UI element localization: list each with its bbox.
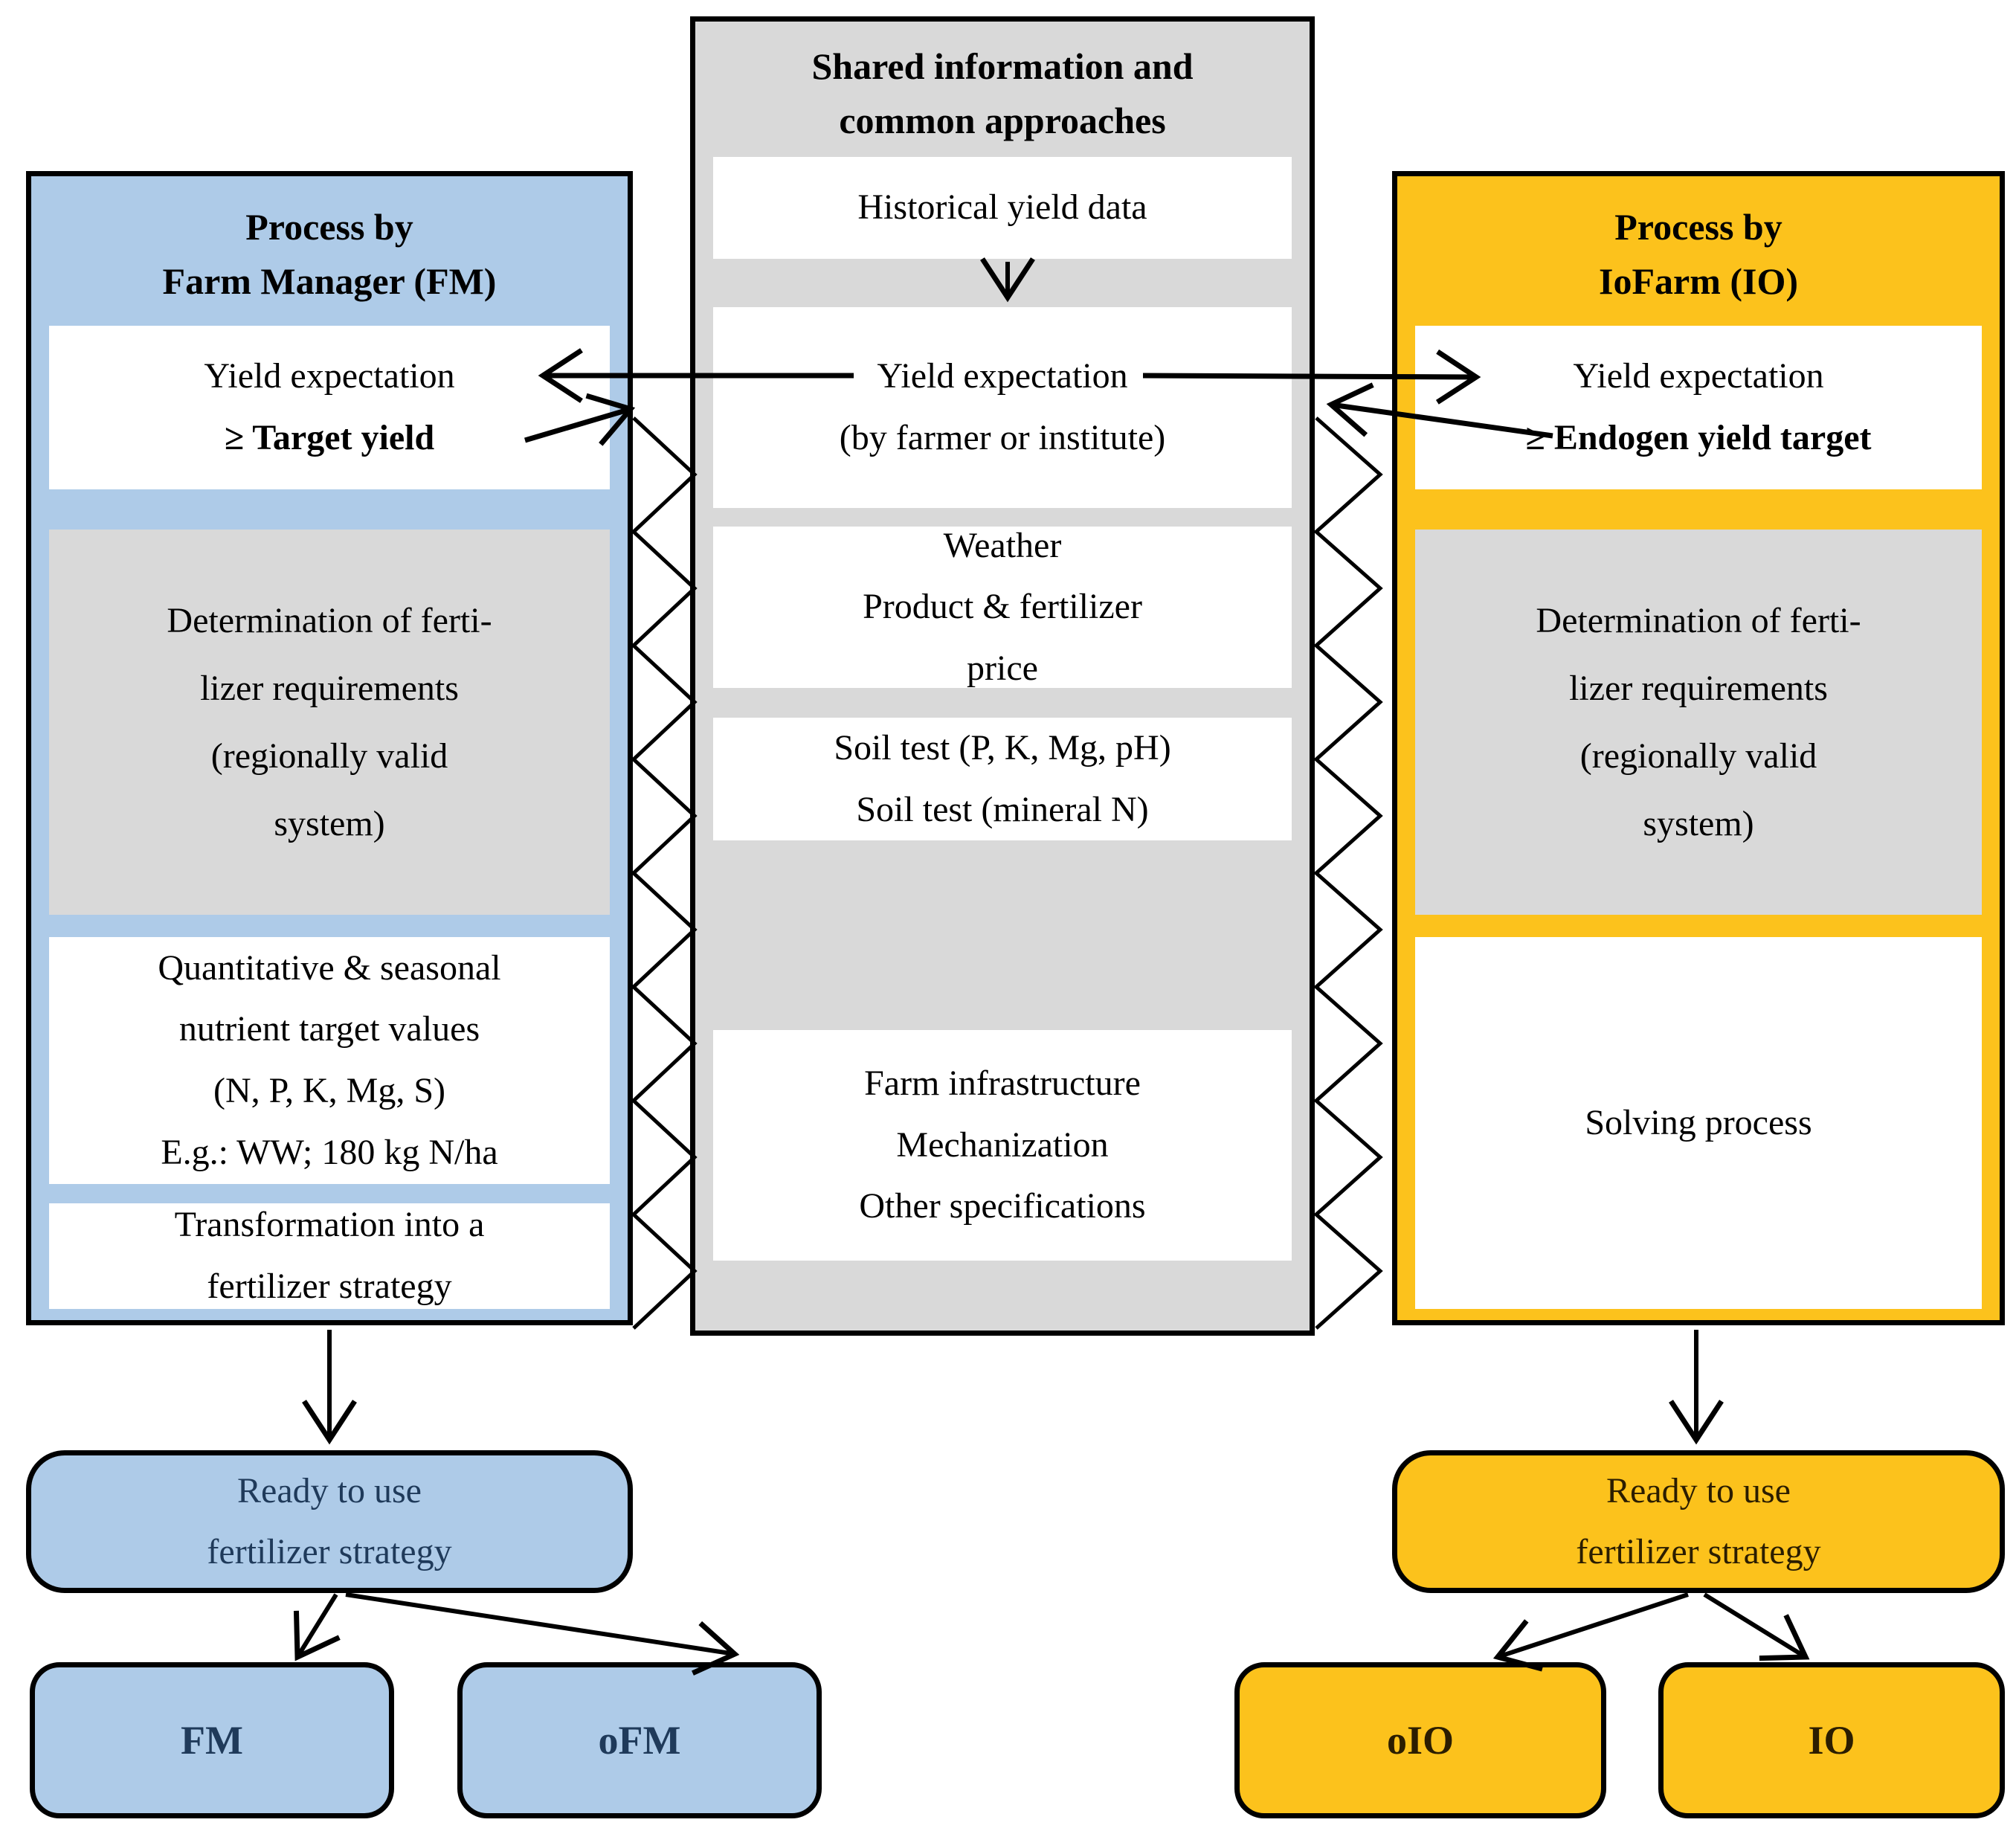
text-line: Other specifications — [859, 1186, 1146, 1226]
shared-information-column: Shared information and common approaches… — [690, 16, 1315, 1336]
text-line: Yield expectation — [204, 356, 455, 396]
text-line: Yield expectation — [877, 356, 1128, 396]
fm-nutrient-targets-box: Quantitative & seasonal nutrient target … — [49, 937, 610, 1184]
shared-title-line: common approaches — [839, 99, 1166, 141]
fm-title-line: Process by — [245, 206, 413, 248]
fm-transformation-box: Transformation into a fertilizer strateg… — [49, 1203, 610, 1309]
text-line: lizer requirements — [200, 668, 459, 708]
io-title-line: Process by — [1614, 206, 1782, 248]
shared-column-title: Shared information and common approaches — [695, 39, 1310, 147]
text-line: (by farmer or institute) — [839, 418, 1166, 457]
fm-title-line: Farm Manager (FM) — [162, 260, 497, 302]
io-ready-strategy-box: Ready to use fertilizer strategy — [1392, 1450, 2005, 1593]
output-label: oIO — [1386, 1718, 1455, 1763]
io-process-column: Process by IoFarm (IO) Yield expectation… — [1392, 171, 2005, 1325]
text-line: Historical yield data — [857, 187, 1147, 228]
text-line: (N, P, K, Mg, S) — [213, 1071, 446, 1110]
text-line: ≥ Endogen yield target — [1525, 418, 1872, 457]
fm-ready-strategy-box: Ready to use fertilizer strategy — [26, 1450, 633, 1593]
text-line: Ready to use — [237, 1471, 422, 1511]
text-line: Yield expectation — [1573, 356, 1824, 396]
arrow-ready-to-fm — [293, 1593, 341, 1661]
text-line: (regionally valid — [1579, 736, 1817, 776]
text-line: E.g.: WW; 180 kg N/ha — [161, 1132, 498, 1172]
text-line: Solving process — [1585, 1102, 1812, 1142]
io-solving-process-box: Solving process — [1415, 937, 1982, 1309]
soil-test-box: Soil test (P, K, Mg, pH) Soil test (mine… — [713, 718, 1292, 840]
fm-determination-box: Determination of ferti- lizer requiremen… — [49, 530, 610, 915]
fm-yield-expectation-box: Yield expectation ≥ Target yield — [49, 326, 610, 489]
historical-yield-data-box: Historical yield data — [713, 157, 1292, 259]
shared-title-line: Shared information and — [811, 45, 1194, 87]
fm-process-column: Process by Farm Manager (FM) Yield expec… — [26, 171, 633, 1325]
arrow-ready-to-oio — [1492, 1592, 1689, 1672]
text-line: price — [967, 648, 1038, 688]
output-label: oFM — [598, 1718, 681, 1763]
text-line: Ready to use — [1606, 1471, 1791, 1511]
farm-infrastructure-box: Farm infrastructure Mechanization Other … — [713, 1030, 1292, 1261]
text-line: ≥ Target yield — [224, 418, 435, 457]
text-line: Determination of ferti- — [1536, 600, 1861, 640]
text-line: lizer requirements — [1569, 668, 1828, 708]
text-line: nutrient target values — [178, 1009, 480, 1049]
output-box-io: IO — [1658, 1662, 2005, 1818]
text-line: (regionally valid — [210, 736, 448, 776]
text-line: Farm infrastructure — [864, 1064, 1141, 1104]
io-column-title: Process by IoFarm (IO) — [1397, 200, 2000, 308]
text-line: Mechanization — [896, 1124, 1109, 1165]
output-box-fm: FM — [30, 1662, 394, 1818]
output-label: FM — [181, 1718, 243, 1763]
io-yield-expectation-box: Yield expectation ≥ Endogen yield target — [1415, 326, 1982, 489]
text-line: system) — [1643, 804, 1754, 844]
text-line: Soil test (mineral N) — [856, 789, 1149, 829]
left-zigzag-connector — [631, 416, 698, 1330]
weather-price-box: Weather Product & fertilizer price — [713, 526, 1292, 688]
text-line: Weather — [943, 525, 1062, 565]
io-determination-box: Determination of ferti- lizer requiremen… — [1415, 530, 1982, 915]
arrow-ready-to-io — [1703, 1592, 1810, 1661]
arrow-ready-to-ofm — [345, 1592, 740, 1676]
output-box-ofm: oFM — [457, 1662, 822, 1818]
text-line: system) — [274, 804, 385, 844]
text-line: Product & fertilizer — [863, 587, 1142, 627]
text-line: Soil test (P, K, Mg, pH) — [834, 727, 1171, 768]
text-line: fertilizer strategy — [207, 1532, 452, 1571]
fm-column-title: Process by Farm Manager (FM) — [31, 200, 628, 308]
text-line: Quantitative & seasonal — [158, 947, 501, 988]
io-title-line: IoFarm (IO) — [1599, 260, 1798, 302]
text-line: fertilizer strategy — [207, 1267, 452, 1306]
shared-yield-expectation-box: Yield expectation (by farmer or institut… — [713, 307, 1292, 508]
output-box-oio: oIO — [1234, 1662, 1606, 1818]
output-label: IO — [1808, 1718, 1855, 1763]
text-line: Determination of ferti- — [167, 600, 492, 640]
right-zigzag-connector — [1313, 416, 1383, 1330]
text-line: Transformation into a — [174, 1205, 485, 1245]
text-line: fertilizer strategy — [1576, 1532, 1821, 1571]
